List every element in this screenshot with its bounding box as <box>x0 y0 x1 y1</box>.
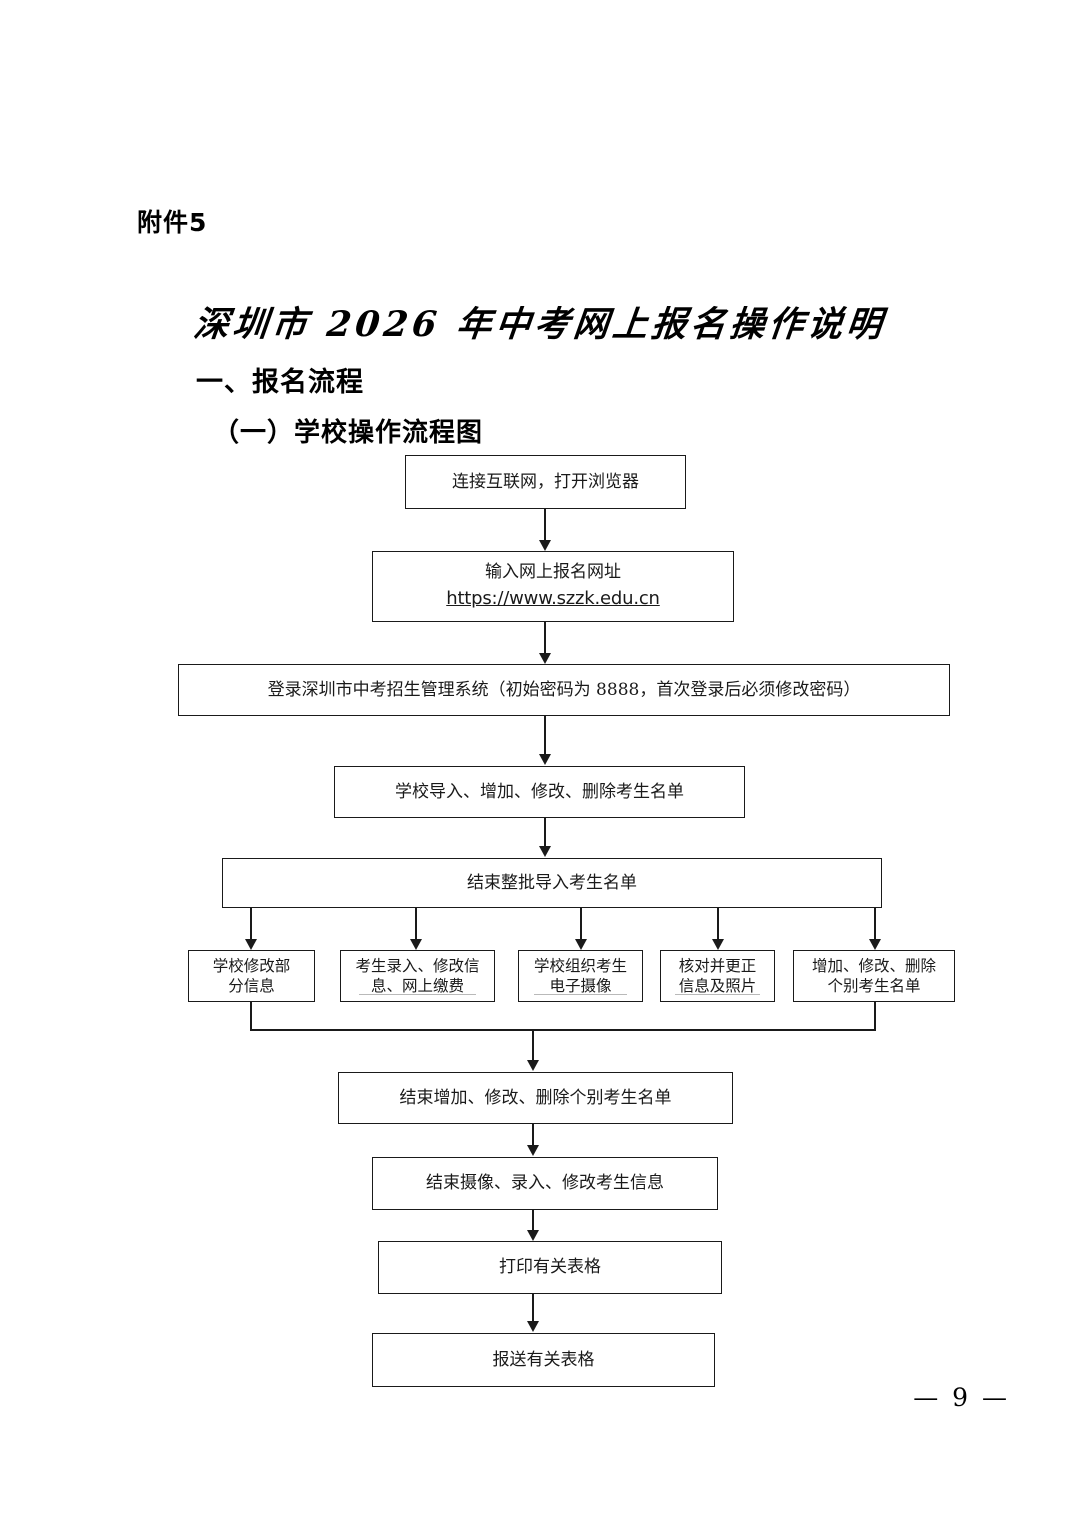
flow-node-line1: 学校修改部 <box>212 956 291 975</box>
flow-node-submit-forms: 报送有关表格 <box>372 1333 715 1387</box>
flow-node-line1: 学校组织考生 <box>533 956 627 975</box>
flow-node-connect-internet: 连接互联网，打开浏览器 <box>405 455 686 509</box>
flow-node-enter-url: 输入网上报名网址 https://www.szzk.edu.cn <box>372 551 734 622</box>
flow-node-line2: 电子摄像 <box>549 977 612 995</box>
flow-node-login-system: 登录深圳市中考招生管理系统（初始密码为 8888，首次登录后必须修改密码） <box>178 664 950 716</box>
flow-node-line1: 考生录入、修改信 <box>355 956 480 975</box>
arrow-n5-p2 <box>410 939 422 950</box>
page-number: — 9 — <box>913 1383 1010 1412</box>
subsection-heading: （一）学校操作流程图 <box>213 418 484 448</box>
connector-n6-n7 <box>532 1124 534 1146</box>
flow-node-print-forms: 打印有关表格 <box>378 1241 722 1294</box>
connector-n5-p4 <box>717 908 719 941</box>
flow-node-school-edit-partial-info: 学校修改部 分信息 <box>188 950 315 1002</box>
registration-url[interactable]: https://www.szzk.edu.cn <box>446 588 660 610</box>
flow-node-add-edit-delete-individual: 增加、修改、删除 个别考生名单 <box>793 950 955 1002</box>
merge-bus-line <box>250 1029 876 1031</box>
flow-node-line1: 增加、修改、删除 <box>811 956 936 975</box>
document-title: 深圳市 2026 年中考网上报名操作说明 <box>191 304 888 345</box>
arrow-n5-p5 <box>869 939 881 950</box>
connector-n5-p5 <box>874 908 876 941</box>
flow-node-school-photo-capture: 学校组织考生 电子摄像 <box>518 950 643 1002</box>
connector-p1-merge <box>250 1002 252 1030</box>
arrow-n5-p3 <box>575 939 587 950</box>
section-heading: 一、报名流程 <box>196 367 364 398</box>
flow-node-enter-url-label: 输入网上报名网址 <box>485 562 621 583</box>
flow-node-school-import-list: 学校导入、增加、修改、删除考生名单 <box>334 766 745 818</box>
arrow-n7-n8 <box>527 1230 539 1241</box>
flow-node-finish-individual-list: 结束增加、修改、删除个别考生名单 <box>338 1072 733 1124</box>
connector-n1-n2 <box>544 509 546 542</box>
attachment-label: 附件5 <box>137 208 208 237</box>
connector-n5-p2 <box>415 908 417 941</box>
arrow-n3-n4 <box>539 754 551 765</box>
flow-node-line2: 分信息 <box>228 977 275 995</box>
flow-node-candidate-entry-payment: 考生录入、修改信 息、网上缴费 <box>340 950 495 1002</box>
flow-node-finish-photo-entry-edit: 结束摄像、录入、修改考生信息 <box>372 1157 718 1210</box>
connector-n4-n5 <box>544 818 546 847</box>
connector-merge-n6 <box>532 1029 534 1061</box>
connector-n7-n8 <box>532 1210 534 1231</box>
flow-node-verify-correct-info: 核对并更正 信息及照片 <box>660 950 775 1002</box>
connector-n5-p1 <box>250 908 252 941</box>
arrow-n8-n9 <box>527 1321 539 1332</box>
connector-n3-n4 <box>544 716 546 755</box>
arrow-n2-n3 <box>539 653 551 664</box>
arrow-n4-n5 <box>539 846 551 857</box>
flow-node-line2: 信息及照片 <box>678 977 757 995</box>
arrow-n5-p4 <box>712 939 724 950</box>
flow-node-line2: 个别考生名单 <box>827 977 921 995</box>
flow-node-line2: 息、网上缴费 <box>370 977 464 995</box>
arrow-n5-p1 <box>245 939 257 950</box>
flow-node-line1: 核对并更正 <box>678 956 757 975</box>
flow-node-finish-batch-import: 结束整批导入考生名单 <box>222 858 882 908</box>
connector-n8-n9 <box>532 1294 534 1322</box>
connector-n2-n3 <box>544 622 546 654</box>
connector-n5-p3 <box>580 908 582 941</box>
connector-p5-merge <box>874 1002 876 1030</box>
arrow-n1-n2 <box>539 540 551 551</box>
arrow-merge-n6 <box>527 1060 539 1071</box>
arrow-n6-n7 <box>527 1145 539 1156</box>
